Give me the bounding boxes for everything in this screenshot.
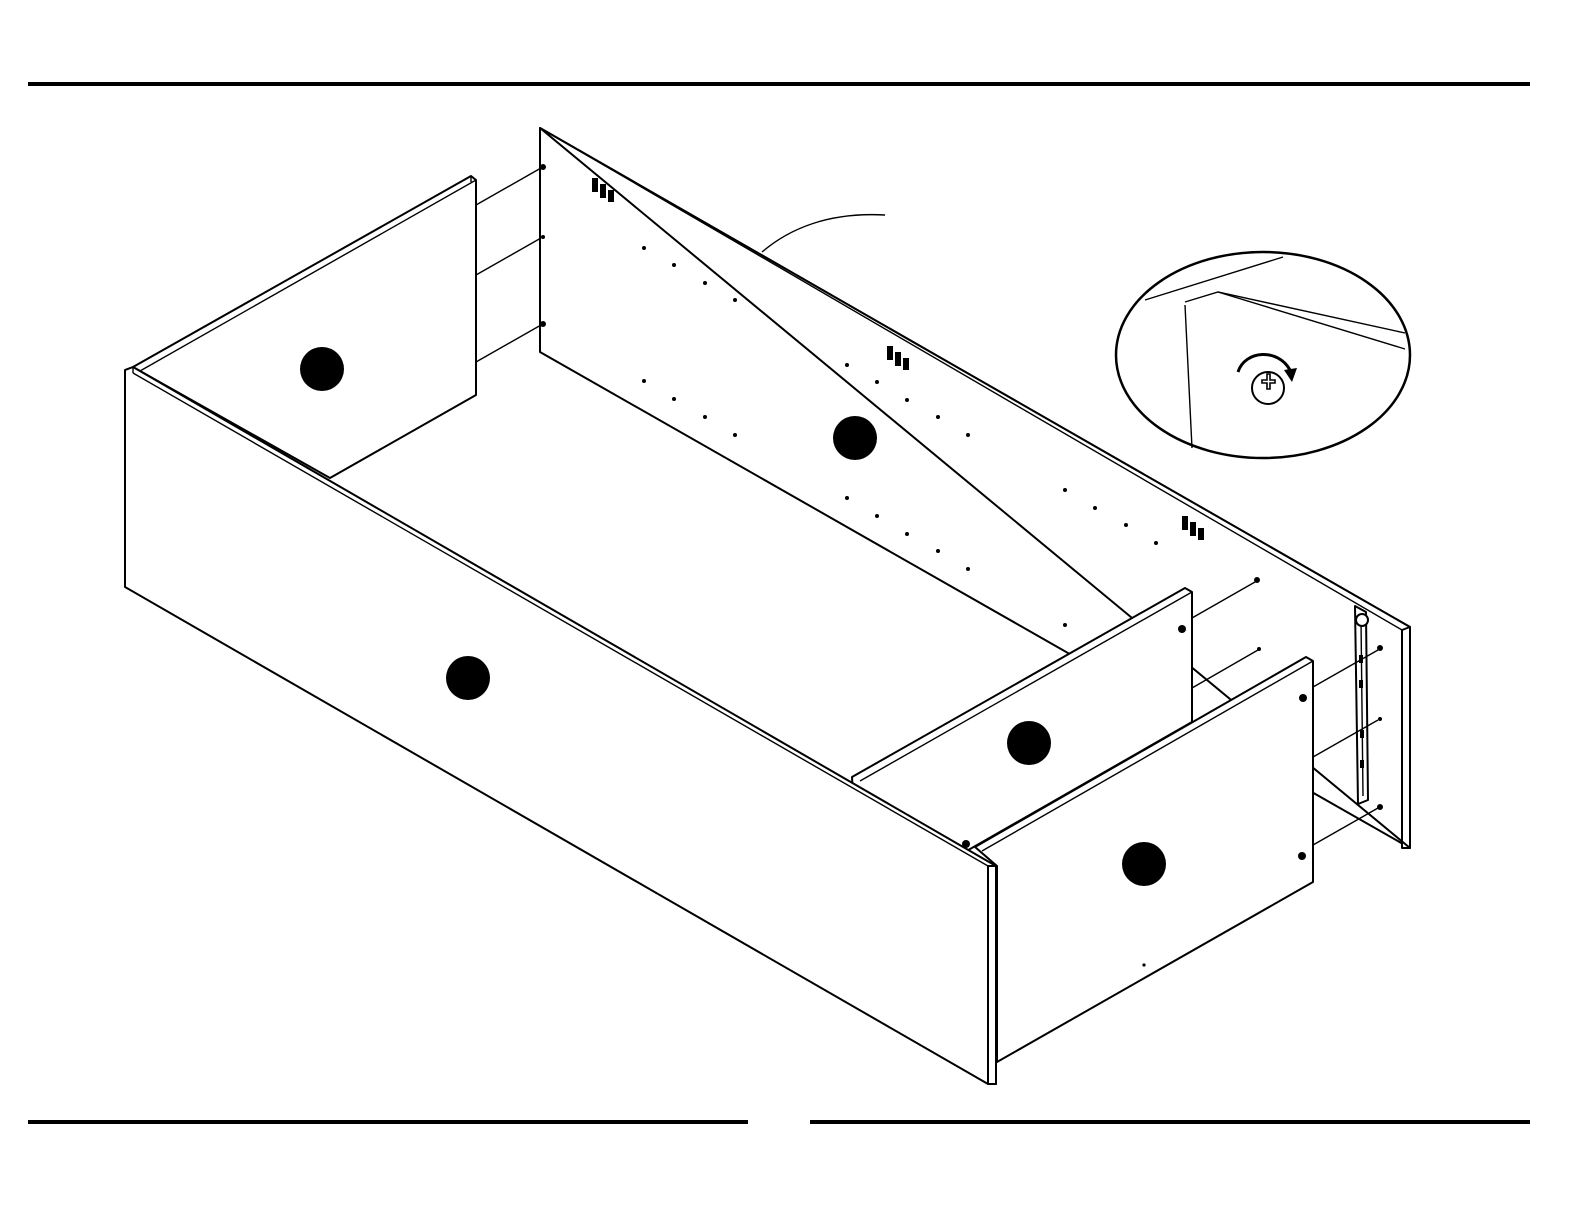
- drawer-slide-rail: [1355, 606, 1368, 804]
- part-marker: [300, 347, 344, 391]
- part-marker: [446, 656, 490, 700]
- part-marker: [1122, 842, 1166, 886]
- part-marker: [833, 416, 877, 460]
- part-marker: [1007, 721, 1051, 765]
- detail-callout: [1116, 252, 1410, 458]
